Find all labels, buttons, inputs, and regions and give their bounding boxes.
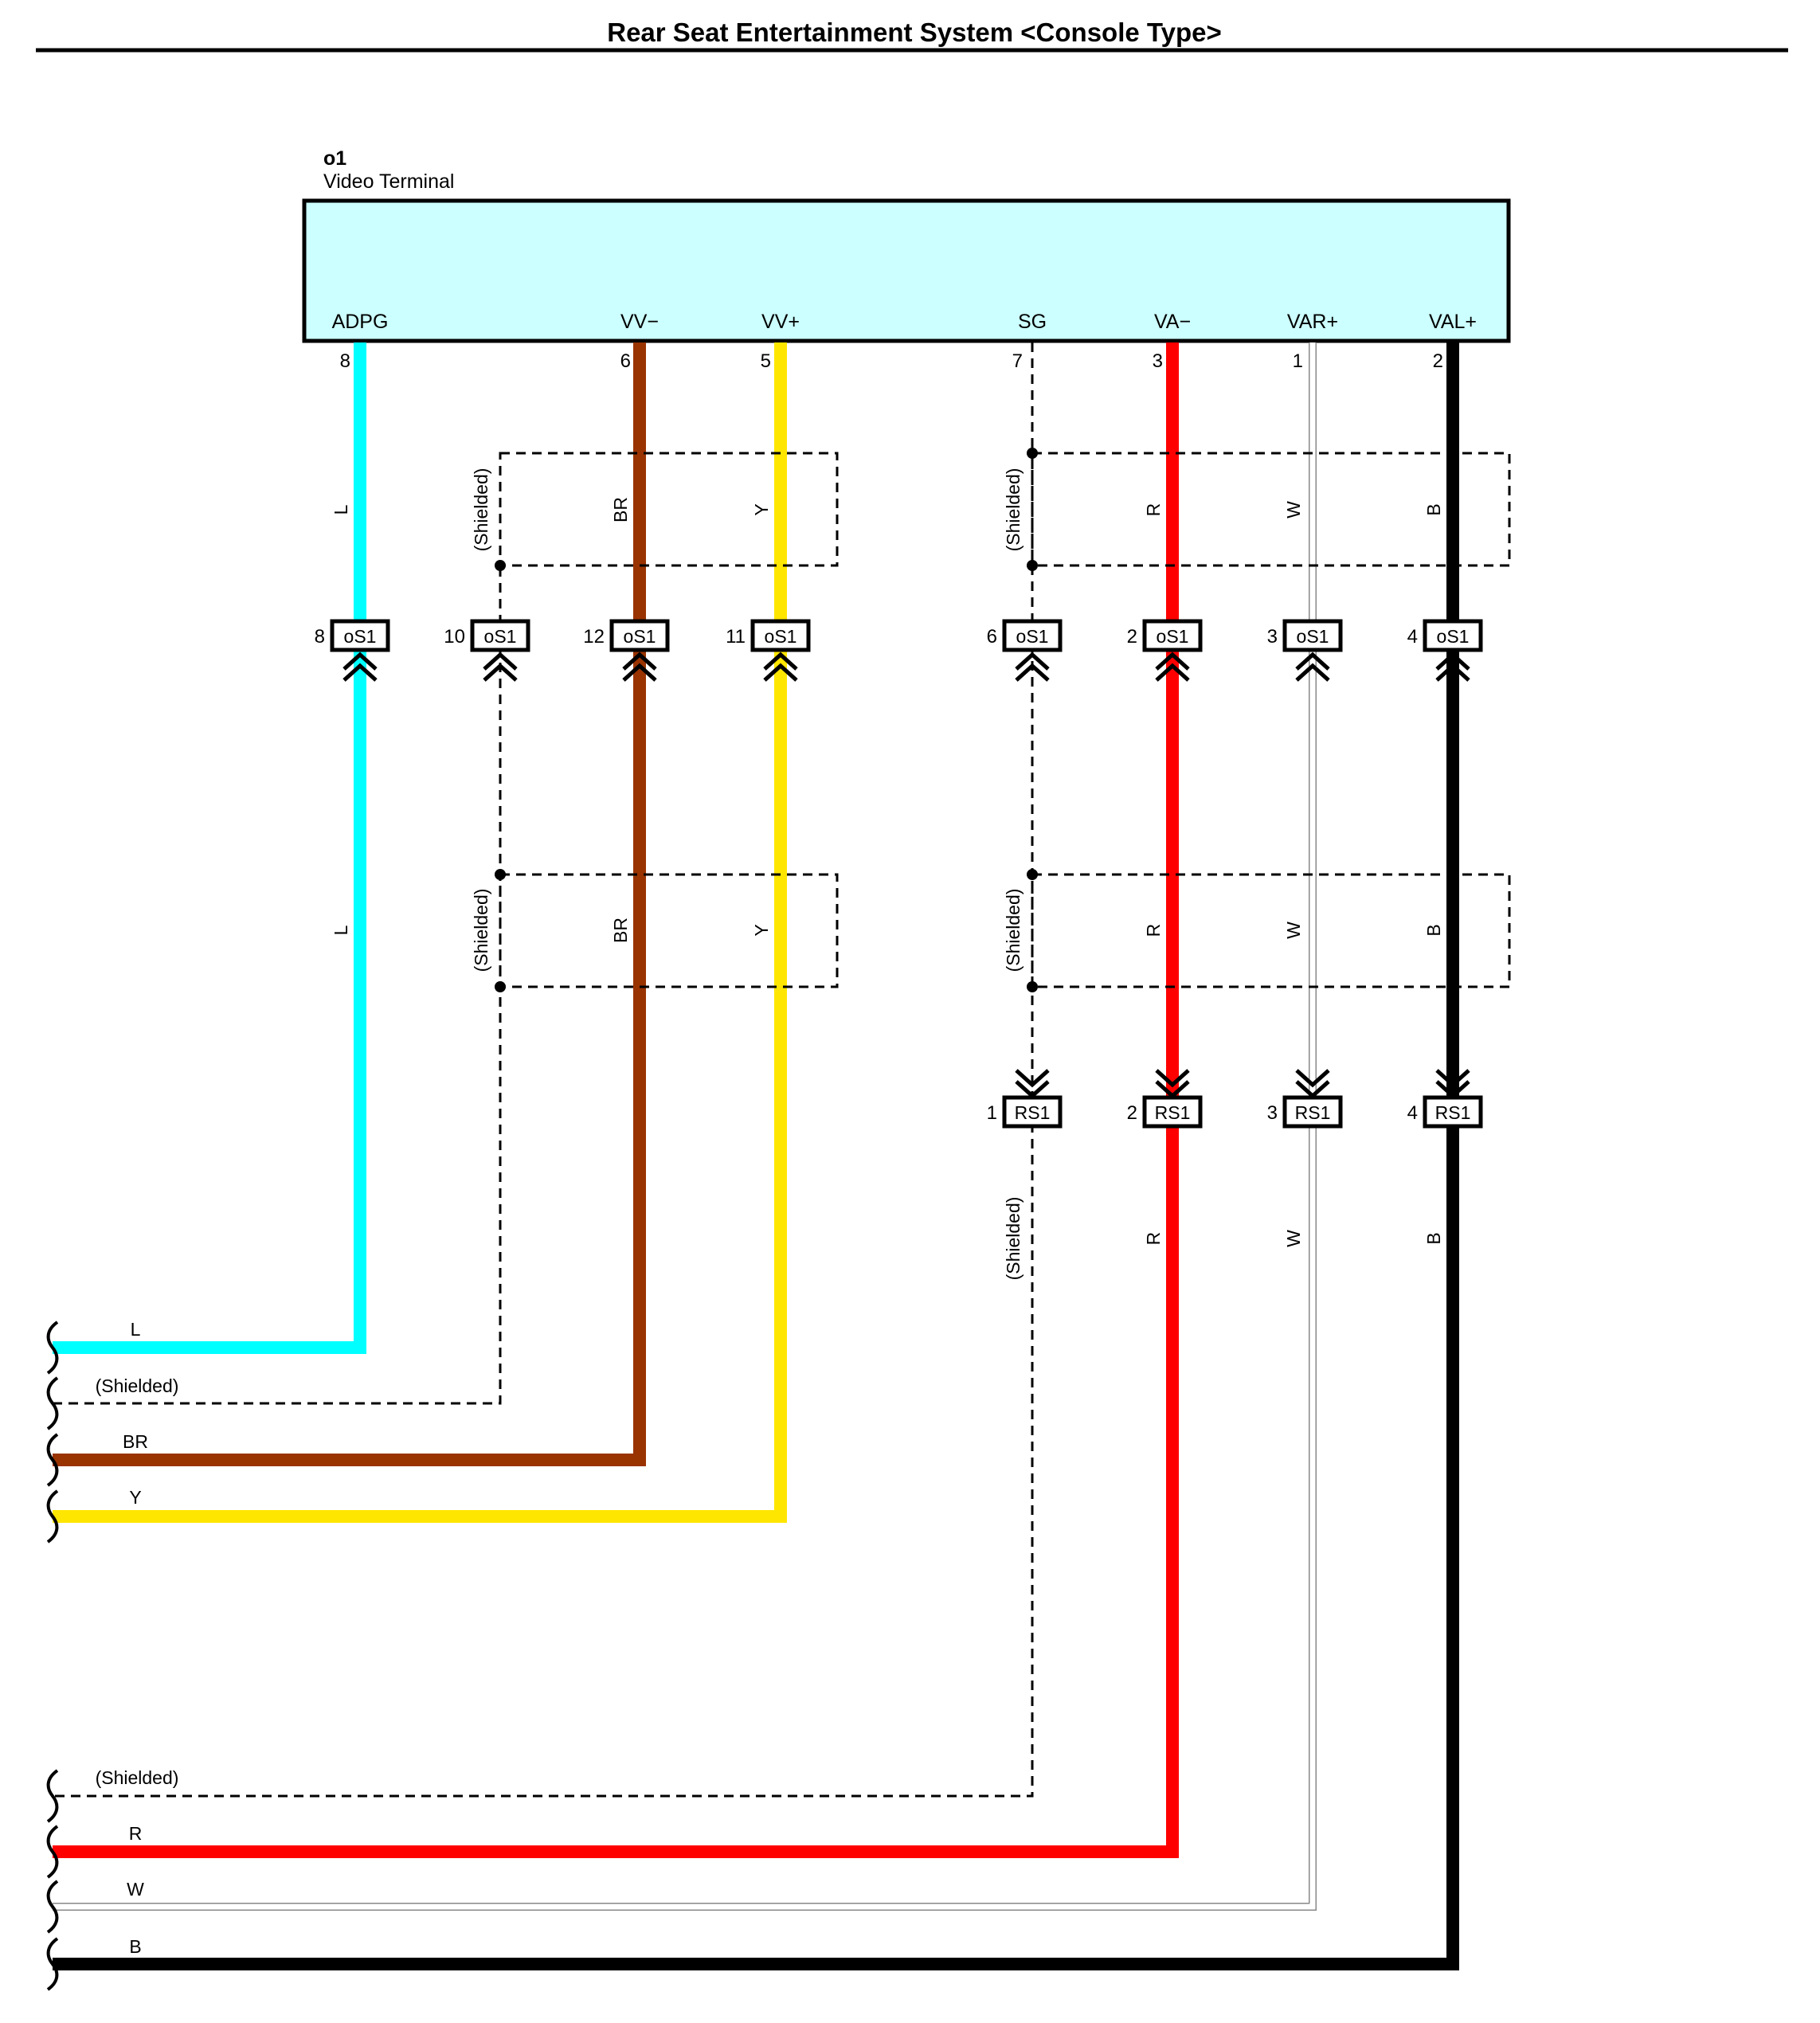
page-title: Rear Seat Entertainment System <Console … [607, 18, 1222, 47]
signal-vv-plus: VV+ [761, 311, 800, 333]
wire-y [53, 342, 787, 1523]
wire-label-w-3: W [1283, 1230, 1304, 1247]
wire-label-l-2: L [331, 925, 351, 935]
exit-label-r: R [129, 1823, 143, 1844]
exit-label-w: W [127, 1879, 144, 1900]
wire-label-r-2: R [1143, 924, 1164, 937]
shield-label-1: (Shielded) [471, 468, 491, 552]
connector-os1-8: oS1 8 [315, 619, 390, 680]
wire-break-marks [46, 1321, 59, 1991]
connector-os1-label: oS1 [765, 626, 797, 647]
wire-r [53, 342, 1179, 1858]
pin-vv-minus: 6 [620, 350, 631, 372]
rs1-pin-3: 3 [1267, 1102, 1278, 1124]
os1-pin-12: 12 [583, 626, 605, 648]
shield-label-4: (Shielded) [1003, 889, 1024, 972]
rs1-pin-4: 4 [1407, 1102, 1418, 1124]
signal-sg: SG [1018, 311, 1047, 333]
shield-box-right-top [1027, 448, 1511, 571]
component-name: Video Terminal [323, 170, 454, 193]
connector-os1-label: oS1 [484, 626, 517, 647]
connector-os1-label: oS1 [344, 626, 377, 647]
shield-label-2: (Shielded) [1003, 468, 1024, 552]
connector-rs1-4: RS1 4 [1407, 1070, 1483, 1129]
connector-os1-label: oS1 [1437, 626, 1470, 647]
signal-adpg: ADPG [332, 311, 389, 333]
connector-os1-10: oS1 10 [444, 619, 530, 680]
wire-label-y-1: Y [751, 503, 772, 515]
wire-br [53, 342, 646, 1466]
connector-rs1-2: RS1 2 [1127, 1070, 1203, 1129]
shield-box-right-bottom [1027, 869, 1511, 992]
exit-label-br: BR [123, 1431, 148, 1452]
connector-rs1-label: RS1 [1295, 1102, 1331, 1123]
signal-val-plus: VAL+ [1429, 311, 1477, 333]
signal-va-minus: VA− [1154, 311, 1191, 333]
wire-label-r-3: R [1143, 1232, 1164, 1246]
pin-adpg: 8 [340, 350, 350, 372]
connector-os1-4: oS1 4 [1407, 619, 1483, 680]
connector-os1-label: oS1 [624, 626, 656, 647]
wire-label-w-2: W [1283, 922, 1304, 939]
connector-os1-label: oS1 [1157, 626, 1189, 647]
wire-label-w-1: W [1283, 501, 1304, 518]
pin-va-minus: 3 [1153, 350, 1163, 372]
shield-box-left-top [495, 452, 839, 571]
wire-label-br-2: BR [610, 918, 631, 943]
wire-w [53, 342, 1316, 1910]
connector-os1-6: oS1 6 [987, 619, 1063, 680]
pin-vv-plus: 5 [761, 350, 771, 372]
wire-label-r-1: R [1143, 503, 1164, 517]
wire-l [53, 342, 366, 1354]
rs1-pin-1: 1 [987, 1102, 997, 1124]
exit-label-b: B [129, 1936, 141, 1957]
connector-os1-2: oS1 2 [1127, 619, 1203, 680]
wire-label-y-2: Y [751, 924, 772, 936]
signal-var-plus: VAR+ [1287, 311, 1338, 333]
wire-shield-left [53, 567, 502, 1405]
video-terminal-box [302, 198, 1511, 343]
os1-pin-8: 8 [315, 626, 325, 648]
connector-rs1-1: RS1 1 [987, 1070, 1063, 1129]
connector-os1-12: oS1 12 [583, 619, 670, 680]
wire-label-l-1: L [331, 504, 351, 515]
os1-pin-6: 6 [987, 626, 997, 648]
os1-pin-2: 2 [1127, 626, 1137, 648]
pin-var-plus: 1 [1293, 350, 1303, 372]
os1-pin-4: 4 [1407, 626, 1418, 648]
component-id: o1 [323, 147, 346, 170]
shield-box-left-bottom [495, 869, 839, 992]
os1-pin-3: 3 [1267, 626, 1278, 648]
wire-w-outline [53, 342, 1317, 1911]
exit-label-shield-1: (Shielded) [96, 1375, 179, 1396]
shield-label-3: (Shielded) [471, 889, 491, 972]
connector-rs1-label: RS1 [1155, 1102, 1191, 1123]
wire-label-b-1: B [1423, 503, 1444, 515]
os1-pin-11: 11 [726, 626, 746, 648]
pin-sg: 7 [1012, 350, 1023, 372]
wire-shield-sg [53, 342, 1034, 1798]
wire-label-br-1: BR [610, 497, 631, 522]
connector-rs1-label: RS1 [1435, 1102, 1471, 1123]
rs1-pin-2: 2 [1127, 1102, 1137, 1124]
signal-vv-minus: VV− [620, 311, 659, 333]
wire-label-b-3: B [1423, 1232, 1444, 1244]
connector-os1-label: oS1 [1297, 626, 1329, 647]
exit-label-shield-2: (Shielded) [96, 1767, 179, 1788]
wire-b [53, 342, 1459, 1970]
connector-os1-11: oS1 11 [726, 619, 811, 680]
shield-label-5: (Shielded) [1003, 1197, 1024, 1281]
pin-val-plus: 2 [1433, 350, 1443, 372]
connector-os1-label: oS1 [1016, 626, 1049, 647]
connector-os1-3: oS1 3 [1267, 619, 1343, 680]
connector-rs1-label: RS1 [1015, 1102, 1051, 1123]
exit-label-y: Y [129, 1487, 141, 1508]
wire-label-b-2: B [1423, 924, 1444, 936]
os1-pin-10: 10 [444, 626, 465, 648]
exit-label-l: L [131, 1319, 141, 1340]
connector-rs1-3: RS1 3 [1267, 1070, 1343, 1129]
